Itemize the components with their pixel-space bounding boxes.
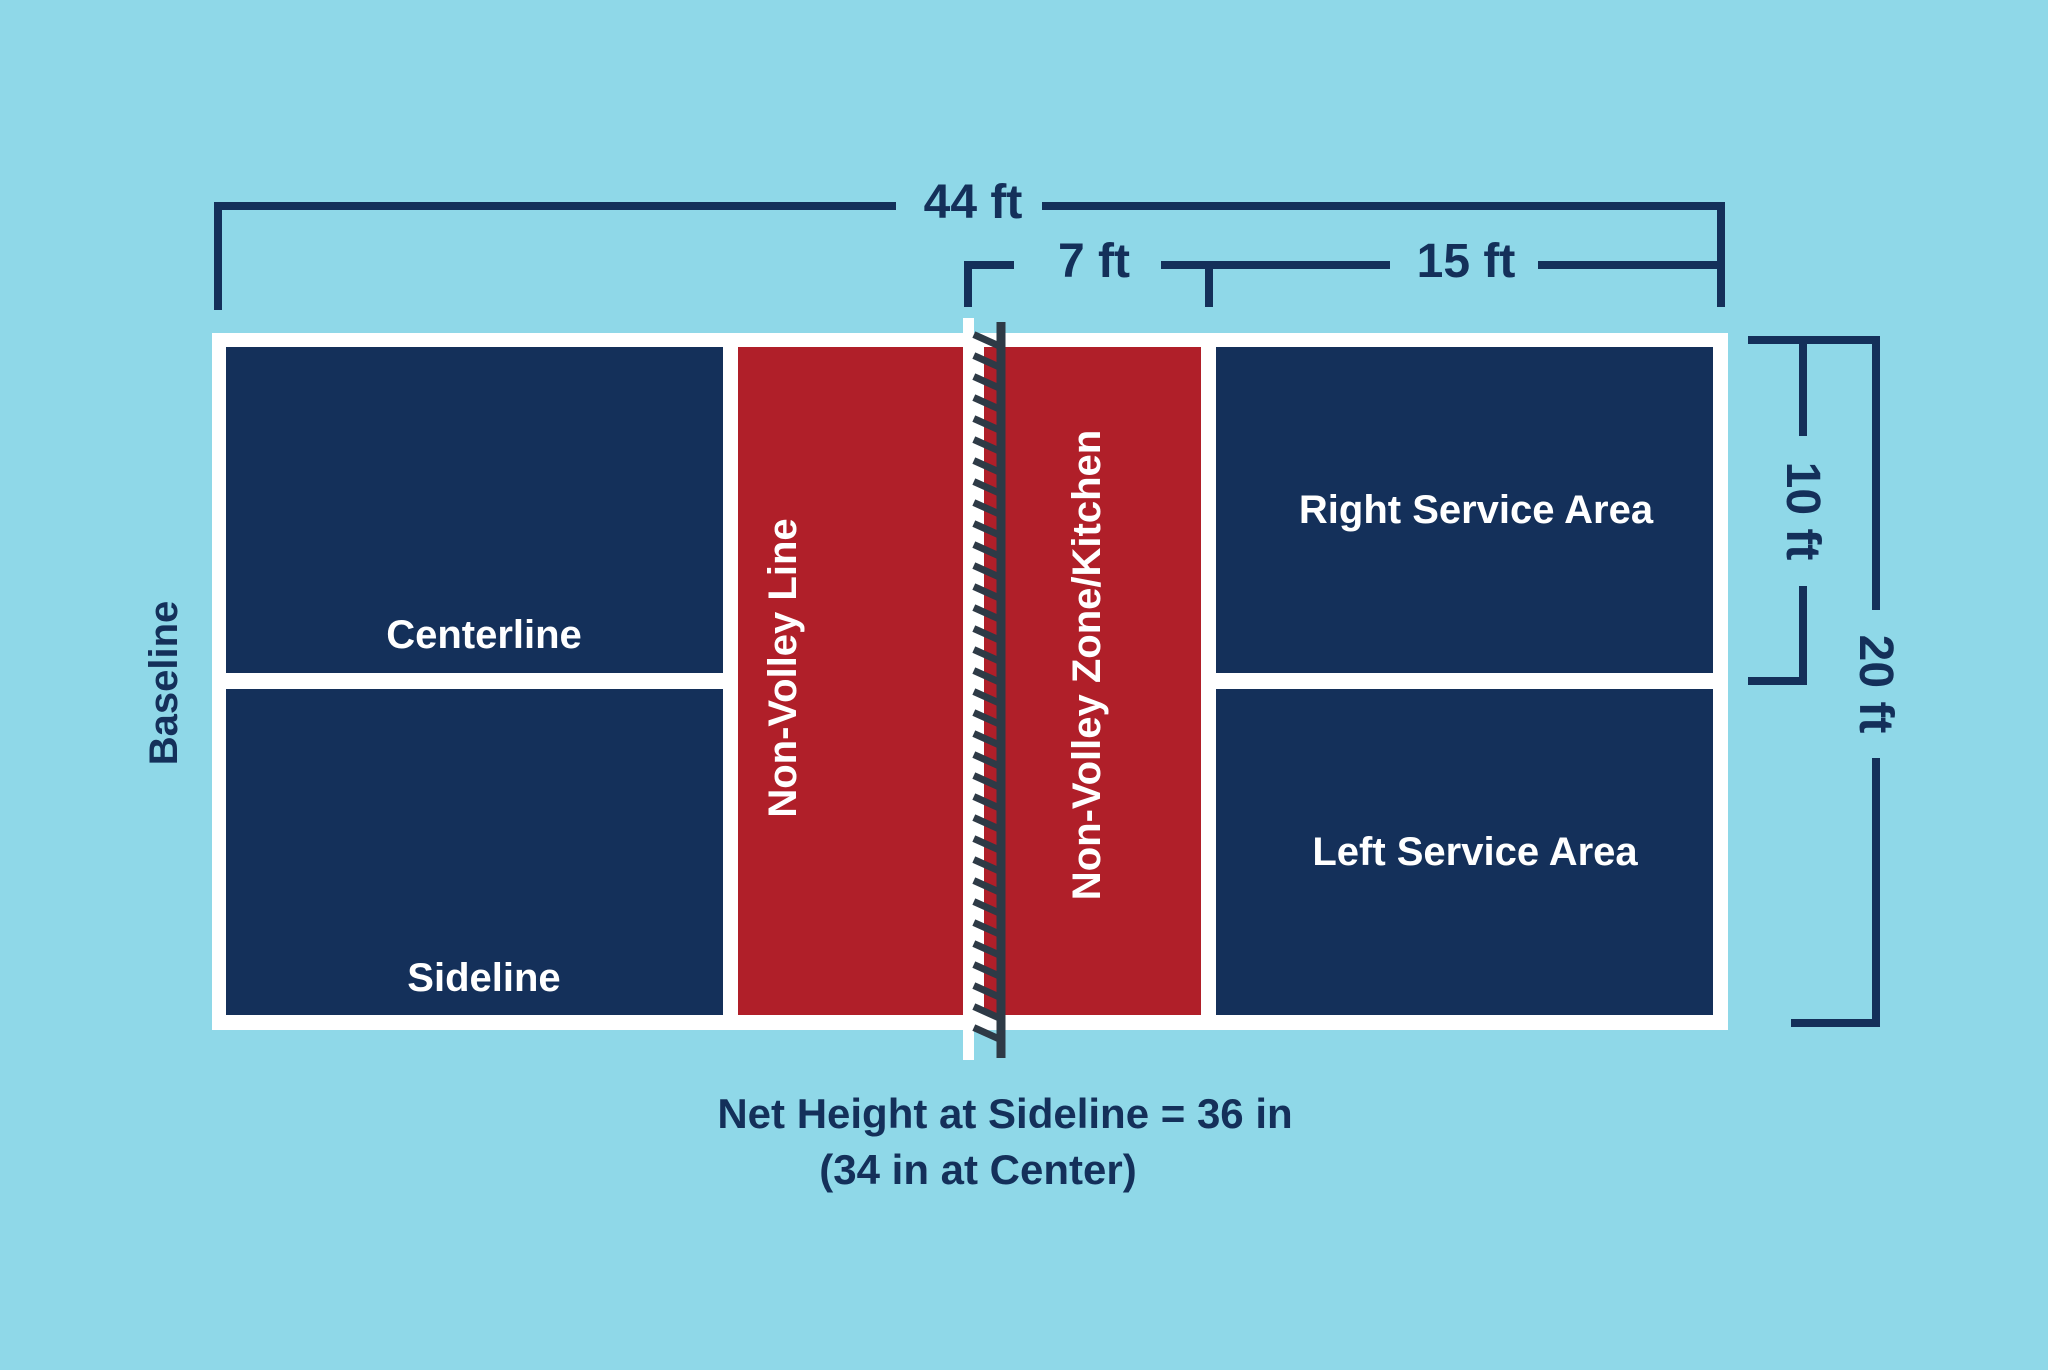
net-hatch xyxy=(972,604,1002,623)
net-hatch xyxy=(972,688,1002,707)
right-service-box-bottom xyxy=(1216,689,1713,1015)
net-height-note: Net Height at Sideline = 36 in xyxy=(717,1090,1292,1137)
net-hatch xyxy=(972,919,1002,938)
net-hatch xyxy=(972,499,1002,518)
dim-7-right xyxy=(1161,261,1213,307)
net-hatch xyxy=(972,1024,1002,1043)
kitchen-zone-right xyxy=(984,347,1201,1015)
net-hatch xyxy=(972,352,1002,371)
net xyxy=(972,322,1006,1058)
left-service-area-label: Left Service Area xyxy=(1312,830,1638,874)
left-service-box-bottom xyxy=(226,689,723,1015)
net-hatch xyxy=(972,646,1002,665)
net-hatch xyxy=(972,541,1002,560)
net-center-line xyxy=(963,318,974,1060)
kitchen-zone-left xyxy=(738,347,963,1015)
dim-15-label: 15 ft xyxy=(1417,235,1516,288)
right-service-box-top xyxy=(1216,347,1713,673)
non-volley-line-label: Non-Volley Line xyxy=(761,518,805,817)
net-hatch xyxy=(972,709,1002,728)
net-hatch xyxy=(972,814,1002,833)
net-hatch xyxy=(972,583,1002,602)
net-hatch xyxy=(972,394,1002,413)
centerline-label: Centerline xyxy=(386,613,582,657)
dim-20-bottom xyxy=(1791,758,1880,1027)
dim-7-label: 7 ft xyxy=(1058,235,1130,288)
net-hatch xyxy=(972,331,1002,350)
dimension-lines xyxy=(214,202,1880,1027)
net-hatch xyxy=(972,415,1002,434)
left-service-box-top xyxy=(226,347,723,673)
net-hatch xyxy=(972,898,1002,917)
net-hatch xyxy=(972,1003,1002,1022)
sideline-label: Sideline xyxy=(407,956,560,1000)
net-hatch xyxy=(972,877,1002,896)
net-hatch xyxy=(972,961,1002,980)
dim-20-top xyxy=(1748,336,1880,610)
net-hatch xyxy=(972,436,1002,455)
dim-10-top xyxy=(1748,336,1807,436)
dim-10-bottom xyxy=(1748,586,1807,685)
net-hatch xyxy=(972,520,1002,539)
net-hatch xyxy=(972,856,1002,875)
net-hatch xyxy=(972,793,1002,812)
net-hatch xyxy=(972,562,1002,581)
baseline-label: Baseline xyxy=(142,601,186,766)
net-hatch xyxy=(972,625,1002,644)
net-mesh xyxy=(972,331,1002,1043)
dim-20-label: 20 ft xyxy=(1849,635,1902,734)
dim-44-right xyxy=(1042,202,1725,307)
net-hatch xyxy=(972,772,1002,791)
non-volley-zone-label: Non-Volley Zone/Kitchen xyxy=(1065,430,1109,900)
dim-7-left xyxy=(964,261,1014,307)
net-center-note: (34 in at Center) xyxy=(819,1146,1136,1193)
net-hatch xyxy=(972,982,1002,1001)
net-hatch xyxy=(972,751,1002,770)
net-hatch xyxy=(972,457,1002,476)
net-hatch xyxy=(972,835,1002,854)
net-hatch xyxy=(972,373,1002,392)
dim-44-left xyxy=(214,202,896,310)
net-hatch xyxy=(972,667,1002,686)
net-hatch xyxy=(972,478,1002,497)
net-hatch xyxy=(972,940,1002,959)
net-hatch xyxy=(972,730,1002,749)
dim-10-label: 10 ft xyxy=(1776,462,1829,561)
right-service-area-label: Right Service Area xyxy=(1299,488,1654,532)
dim-44-label: 44 ft xyxy=(924,176,1023,229)
